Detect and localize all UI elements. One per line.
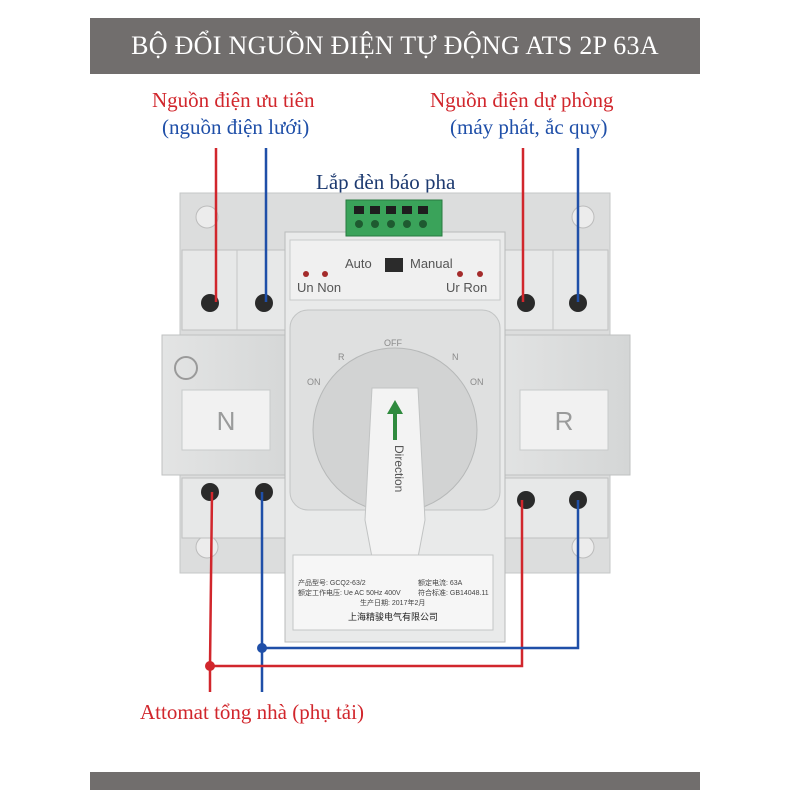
phase-lamp-label: Lắp đèn báo pha [316,170,456,194]
left-panel [181,389,271,451]
right-panel [519,389,609,451]
left-panel-letter: N [217,406,236,436]
dial-r: R [338,352,345,362]
plate-line: 额定电流: 63A [418,578,463,587]
manual-label: Manual [410,256,453,271]
plate-maker: 上海精骏电气有限公司 [348,611,438,622]
left-bottom-terminals [181,477,293,539]
nameplate [292,554,494,631]
led-ron [477,271,483,277]
direction-arrow-icon [387,400,403,440]
right-panel-letter: R [555,406,574,436]
auto-manual-switch[interactable] [385,258,403,272]
wire-out-l [210,500,524,668]
dial-left-on: ON [307,377,321,387]
handle-direction-text: Direction [392,445,406,492]
page-title: BỘ ĐỔI NGUỒN ĐIỆN TỰ ĐỘNG ATS 2P 63A [131,31,659,60]
mount-hole-bl [195,535,219,559]
terminal-screw [201,294,219,312]
terminal-screw [255,294,273,312]
backup-source-label: Nguồn điện dự phòng [430,88,614,112]
terminal-screw [517,294,535,312]
plate-line: 产品型号: GCQ2-63/2 [298,578,366,587]
terminal-screw [255,483,273,501]
terminal-screw [569,294,587,312]
plate-line: 生产日期: 2017年2月 [360,598,425,607]
load-breaker-label: Attomat tổng nhà (phụ tải) [140,700,364,724]
right-leds-label: Ur Ron [446,280,487,295]
auto-label: Auto [345,256,372,271]
right-bottom-terminals [497,477,609,539]
priority-source-sublabel: (nguồn điện lưới) [162,115,310,139]
plate-line: 额定工作电压: Ue AC 50Hz 400V [298,588,401,597]
led-ur [457,271,463,277]
ccc-mark-icon [174,356,198,380]
led-non [322,271,328,277]
junction-dot-red [205,661,215,671]
dial-n: N [452,352,459,362]
junction-dot-blue [257,643,267,653]
phase-lamp-connector [345,199,443,237]
mount-hole-tl [195,205,219,229]
terminal-screw [201,483,219,501]
led-un [303,271,309,277]
dial-right-on: ON [470,377,484,387]
priority-source-label: Nguồn điện ưu tiên [152,88,315,112]
mount-hole-br [571,535,595,559]
plate-line: 符合标准: GB14048.11 [418,588,489,597]
terminal-screw [517,491,535,509]
backup-source-sublabel: (máy phát, ắc quy) [450,115,608,139]
dial-off: OFF [384,338,402,348]
wire-out-n [262,500,580,650]
mount-hole-tr [571,205,595,229]
left-leds-label: Un Non [297,280,341,295]
bottom-bar [90,772,700,790]
title-bar: BỘ ĐỔI NGUỒN ĐIỆN TỰ ĐỘNG ATS 2P 63A [90,18,700,74]
